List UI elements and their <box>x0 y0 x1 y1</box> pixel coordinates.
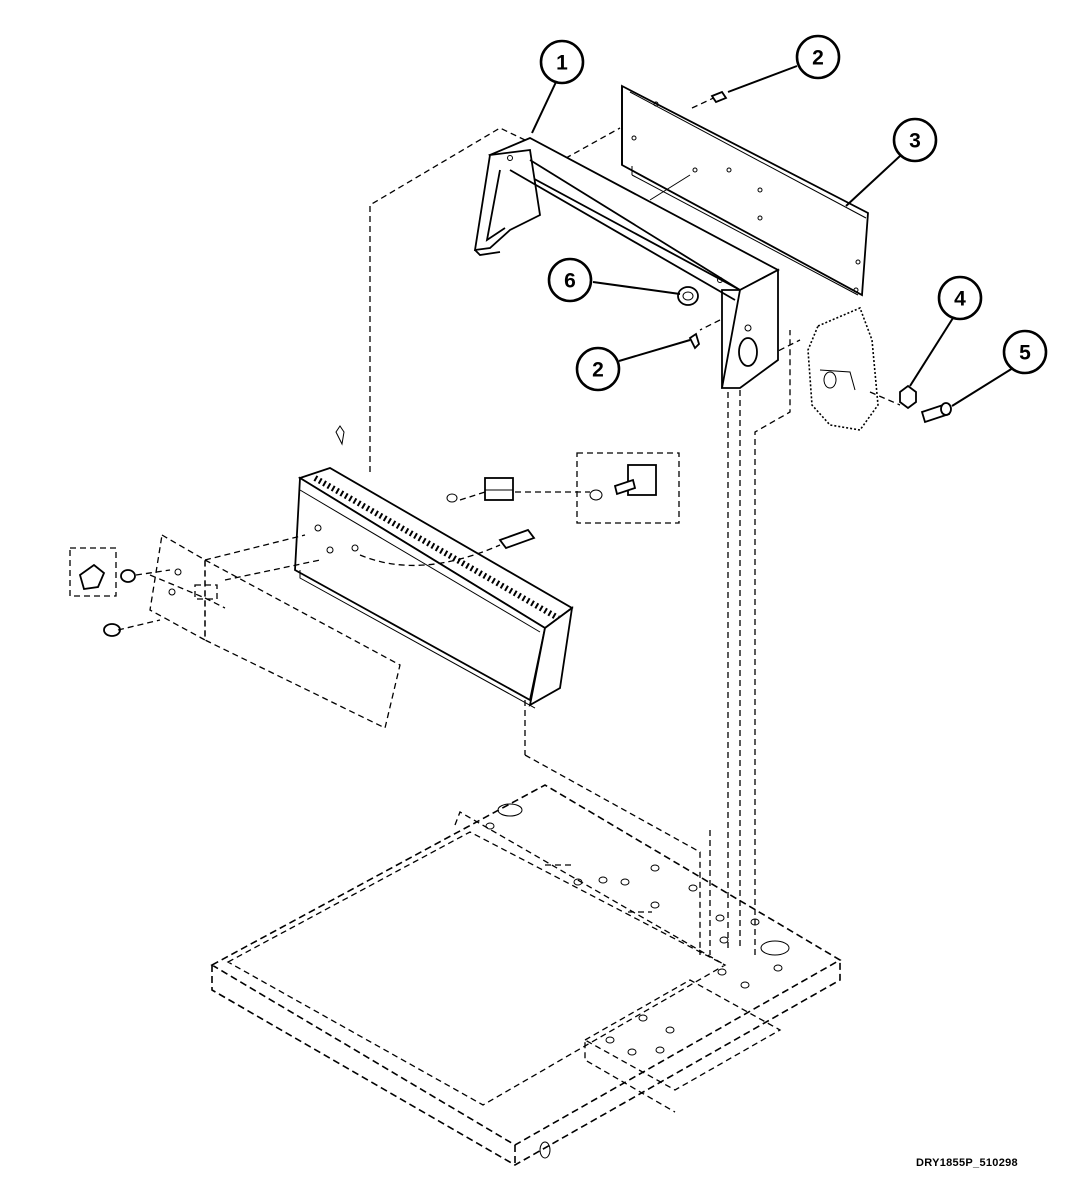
callout-1-label: 1 <box>556 52 568 75</box>
cabinet-holes <box>485 803 790 1159</box>
callout-5: 5 <box>1002 329 1048 375</box>
leader-lines <box>531 65 1014 407</box>
callout-2-top: 2 <box>795 34 841 80</box>
callout-3: 3 <box>892 117 938 163</box>
control-panel-overlay <box>69 533 401 729</box>
control-panel <box>294 425 574 709</box>
callout-2-top-label: 2 <box>812 47 824 70</box>
control-panel-frame <box>473 137 780 389</box>
callout-4-label: 4 <box>954 288 966 311</box>
side-bracket <box>807 306 879 431</box>
part-2-screws <box>688 90 728 350</box>
switch-components <box>359 452 680 567</box>
callout-3-label: 3 <box>909 130 921 153</box>
callout-6: 6 <box>547 257 593 303</box>
part-4-nut <box>899 384 917 410</box>
rear-bracket <box>621 84 869 297</box>
callout-4: 4 <box>937 275 983 321</box>
callout-2-mid-label: 2 <box>592 359 604 382</box>
part-6-nut <box>677 286 699 306</box>
callout-2-mid: 2 <box>575 346 621 392</box>
drawing-id: DRY1855P_510298 <box>916 1157 1018 1169</box>
callout-5-label: 5 <box>1019 342 1031 365</box>
callout-6-label: 6 <box>564 270 576 293</box>
callout-1: 1 <box>539 39 585 85</box>
part-5-screw <box>920 402 952 424</box>
cabinet-top <box>210 784 842 1166</box>
